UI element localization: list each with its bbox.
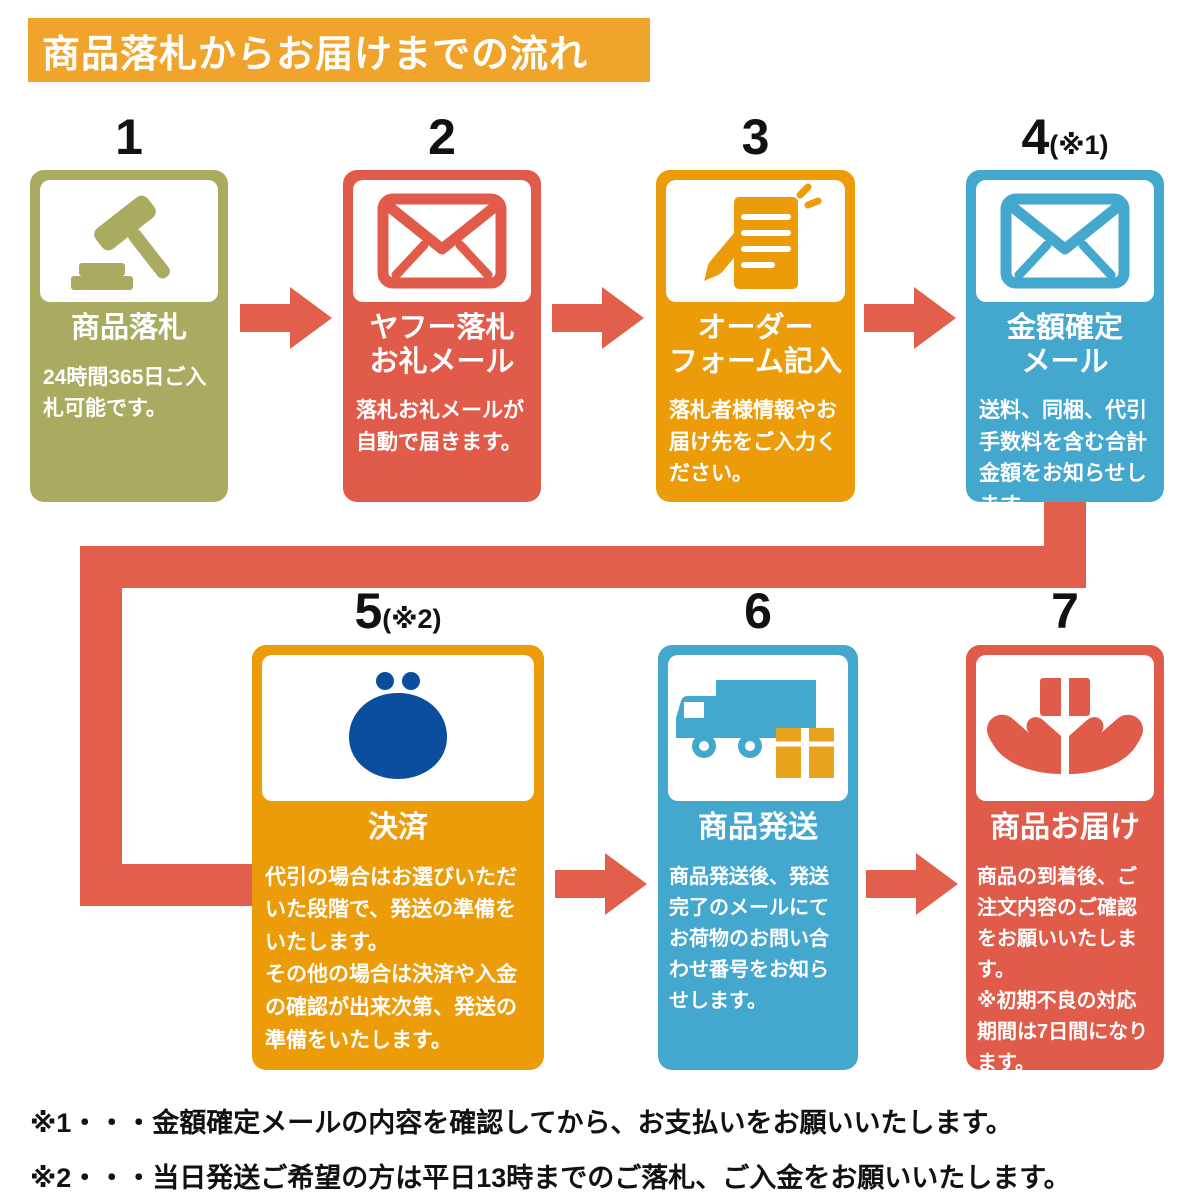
step-description: 落札者様情報やお届け先をご入力ください。 [669, 399, 837, 486]
step-card-thanks-mail: ヤフー落札 お礼メール 落札お礼メールが自動で届きます。 [343, 170, 541, 502]
step-title: 商品お届け [990, 811, 1140, 844]
arrow-right-icon [555, 853, 647, 915]
step-title: 商品発送 [698, 811, 818, 844]
step-title: 金額確定 メール [1006, 312, 1123, 378]
step-title: 決済 [368, 811, 428, 844]
coin-purse-icon [262, 655, 534, 801]
delivery-truck-icon [668, 655, 848, 801]
step-note: (※1) [1049, 130, 1109, 160]
page-title-banner: 商品落札からお届けまでの流れ [28, 18, 650, 82]
step-description: 商品の到着後、ご注文内容のご確認をお願いいたします。 ※初期不良の対応期間は7日… [977, 865, 1149, 1074]
flow-connector-segment [80, 546, 1086, 588]
page-title: 商品落札からお届けまでの流れ [42, 33, 589, 76]
order-form-pencil-icon [666, 180, 845, 302]
step-title: ヤフー落札 お礼メール [369, 312, 515, 378]
step-number-5: 5(※2) [354, 583, 442, 639]
arrow-right-icon [864, 287, 956, 349]
step-note: (※2) [382, 604, 442, 634]
step-number-3: 3 [741, 109, 770, 165]
step-description: 落札お礼メールが自動で届きます。 [356, 399, 524, 454]
mail-icon [353, 180, 531, 302]
step-title: 商品落札 [70, 312, 187, 344]
step-card-auction-win: 商品落札 24時間365日ご入札可能です。 [30, 170, 228, 502]
flow-connector-segment [80, 546, 122, 906]
step-title: オーダー フォーム記入 [668, 312, 843, 378]
step-description: 24時間365日ご入札可能です。 [43, 365, 207, 421]
step-number-7: 7 [1051, 583, 1079, 639]
step-card-delivery: 商品お届け 商品の到着後、ご注文内容のご確認をお願いいたします。 ※初期不良の対… [966, 645, 1164, 1074]
footnote-1: ※1・・・金額確定メールの内容を確認してから、お支払いをお願いいたします。 [30, 1108, 1013, 1138]
step-number-6: 6 [744, 583, 772, 639]
step-card-shipping: 商品発送 商品発送後、発送完了のメールにてお荷物のお問い合わせ番号をお知らせしま… [658, 645, 858, 1070]
step-number-1: 1 [115, 109, 143, 165]
step-number-2: 2 [428, 109, 456, 165]
arrow-right-icon [866, 853, 958, 915]
gavel-icon [40, 180, 218, 302]
step-description: 代引の場合はお選びいただいた段階で、発送の準備をいたします。 その他の場合は決済… [265, 865, 517, 1052]
footnote-2: ※2・・・当日発送ご希望の方は平日13時までのご落札、ご入金をお願いいたします。 [30, 1163, 1071, 1193]
step-description: 送料、同梱、代引手数料を含む合計金額をお知らせします。 [979, 399, 1147, 517]
step-card-order-form: オーダー フォーム記入 落札者様情報やお届け先をご入力ください。 [656, 170, 855, 502]
step-card-payment: 決済 代引の場合はお選びいただいた段階で、発送の準備をいたします。 その他の場合… [252, 645, 544, 1070]
hands-package-icon [976, 655, 1154, 801]
arrow-right-icon [552, 287, 644, 349]
arrow-right-icon [240, 287, 332, 349]
step-number-4: 4(※1) [1021, 109, 1109, 165]
step-card-price-mail: 金額確定 メール 送料、同梱、代引手数料を含む合計金額をお知らせします。 [966, 170, 1164, 517]
step-description: 商品発送後、発送完了のメールにてお荷物のお問い合わせ番号をお知らせします。 [669, 865, 829, 1012]
mail-icon [976, 180, 1154, 302]
flow-connector-segment [80, 864, 258, 906]
